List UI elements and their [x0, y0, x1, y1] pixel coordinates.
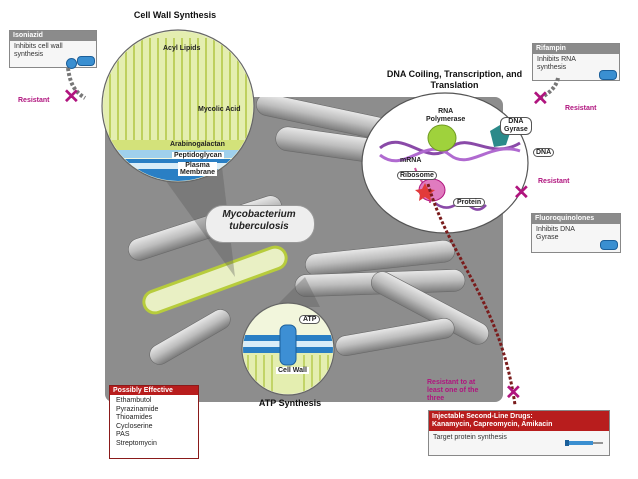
fluoro-line2: Gyrase [536, 234, 559, 241]
list-item: PAS [116, 431, 130, 438]
plasma-line1: Plasma [185, 162, 210, 169]
dna-title-text: DNA Coiling, Transcription, and Translat… [386, 69, 523, 90]
rifampin-line2: synthesis [537, 64, 567, 71]
possibly-effective-box: Possibly Effective Ethambutol Pyrazinami… [109, 385, 199, 459]
possibly-effective-header: Possibly Effective [110, 386, 198, 395]
rnapol-line2: Polymerase [426, 116, 466, 123]
ribosome-label: Ribosome [397, 171, 437, 180]
resistant-note: Resistant to at least one of the three [427, 379, 478, 403]
isoniazid-resistant-label: Resistant [18, 97, 50, 104]
injectable-body: Target protein synthesis [433, 434, 507, 441]
resistant-x-icon: ✕ [505, 382, 522, 404]
rifampin-resistant-label: Resistant [565, 105, 597, 112]
protein-label: Protein [453, 198, 486, 207]
list-item: Cycloserine [116, 422, 153, 430]
isoniazid-line2: synthesis [14, 51, 44, 58]
gyrase-line2: Gyrase [504, 126, 528, 133]
gyrase-line1: DNA [508, 118, 524, 125]
organism-label: Mycobacterium tuberculosis [205, 209, 313, 233]
rifampin-line1: Inhibits RNA [537, 56, 576, 63]
mycolic-acid-label: Mycolic Acid [198, 106, 241, 113]
plasma-line2: Membrane [180, 169, 216, 176]
plasma-membrane-label: Plasma Membrane [178, 162, 218, 176]
fluoro-line1: Inhibits DNA [536, 226, 575, 233]
bacteria-rods [128, 97, 489, 365]
organism-line1: Mycobacterium [222, 209, 296, 220]
list-item: Pyrazinamide [116, 405, 159, 413]
rifampin-arrow [539, 77, 560, 100]
pill-icon [600, 240, 618, 250]
isoniazid-box: Isoniazid Inhibits cell wall synthesis [9, 30, 97, 68]
protein-synthesis-path [426, 183, 517, 406]
pill-round-icon [66, 58, 77, 69]
list-item: Thioamides [116, 414, 153, 421]
resistant-x-icon: ✕ [63, 86, 80, 108]
acyl-lipids-label: Acyl Lipids [163, 45, 201, 52]
organism-line2: tuberculosis [229, 221, 289, 232]
resistant-note-line2: least one of the [427, 387, 479, 394]
pill-icon [599, 70, 617, 80]
resistant-x-icon: ✕ [513, 182, 530, 204]
isoniazid-desc: Inhibits cell wall synthesis [10, 41, 96, 61]
list-item: Streptomycin [116, 439, 157, 447]
dna-label: DNA [533, 148, 555, 157]
atp-cellwall-label: Cell Wall [276, 367, 309, 374]
mrna-label: mRNA [400, 157, 422, 164]
injectable-drugs-box: Injectable Second-Line Drugs: Kanamycin,… [428, 410, 610, 456]
resistant-note-line1: Resistant to at [427, 379, 476, 386]
resistant-x-icon: ✕ [532, 88, 549, 110]
syringe-icon [565, 440, 603, 446]
fluoro-resistant-label: Resistant [538, 178, 570, 185]
arabinogalactan-label: Arabinogalactan [170, 141, 225, 148]
isoniazid-line1: Inhibits cell wall [14, 43, 63, 50]
fluoroquinolones-name: Fluoroquinolones [532, 214, 620, 224]
atp-label: ATP [299, 315, 321, 324]
dna-title: DNA Coiling, Transcription, and Translat… [372, 69, 537, 91]
injectable-line2: Kanamycin, Capreomycin, Amikacin [432, 421, 553, 428]
peptidoglycan-label: Peptidoglycan [172, 152, 224, 159]
dna-diagram [361, 92, 529, 234]
injectable-header: Injectable Second-Line Drugs: Kanamycin,… [429, 411, 609, 431]
rifampin-desc: Inhibits RNA synthesis [533, 54, 619, 74]
isoniazid-name: Isoniazid [10, 31, 96, 41]
list-item: Ethambutol [116, 397, 152, 404]
resistant-note-line3: three [427, 395, 445, 402]
dna-gyrase-label: DNA Gyrase [500, 117, 532, 135]
injectable-line1: Injectable Second-Line Drugs: [432, 413, 533, 420]
atp-diagram [241, 302, 335, 396]
organism-label-bubble [205, 205, 315, 243]
possibly-effective-list: Ethambutol Pyrazinamide Thioamides Cyclo… [110, 397, 198, 448]
rifampin-name: Rifampin [533, 44, 619, 54]
rna-polymerase-label: RNA Polymerase [426, 108, 465, 124]
cell-wall-title: Cell Wall Synthesis [133, 10, 217, 20]
fluoroquinolones-desc: Inhibits DNA Gyrase [532, 224, 620, 244]
pill-icon [77, 56, 95, 66]
atp-title: ATP Synthesis [258, 398, 322, 408]
rnapol-line1: RNA [438, 108, 454, 115]
